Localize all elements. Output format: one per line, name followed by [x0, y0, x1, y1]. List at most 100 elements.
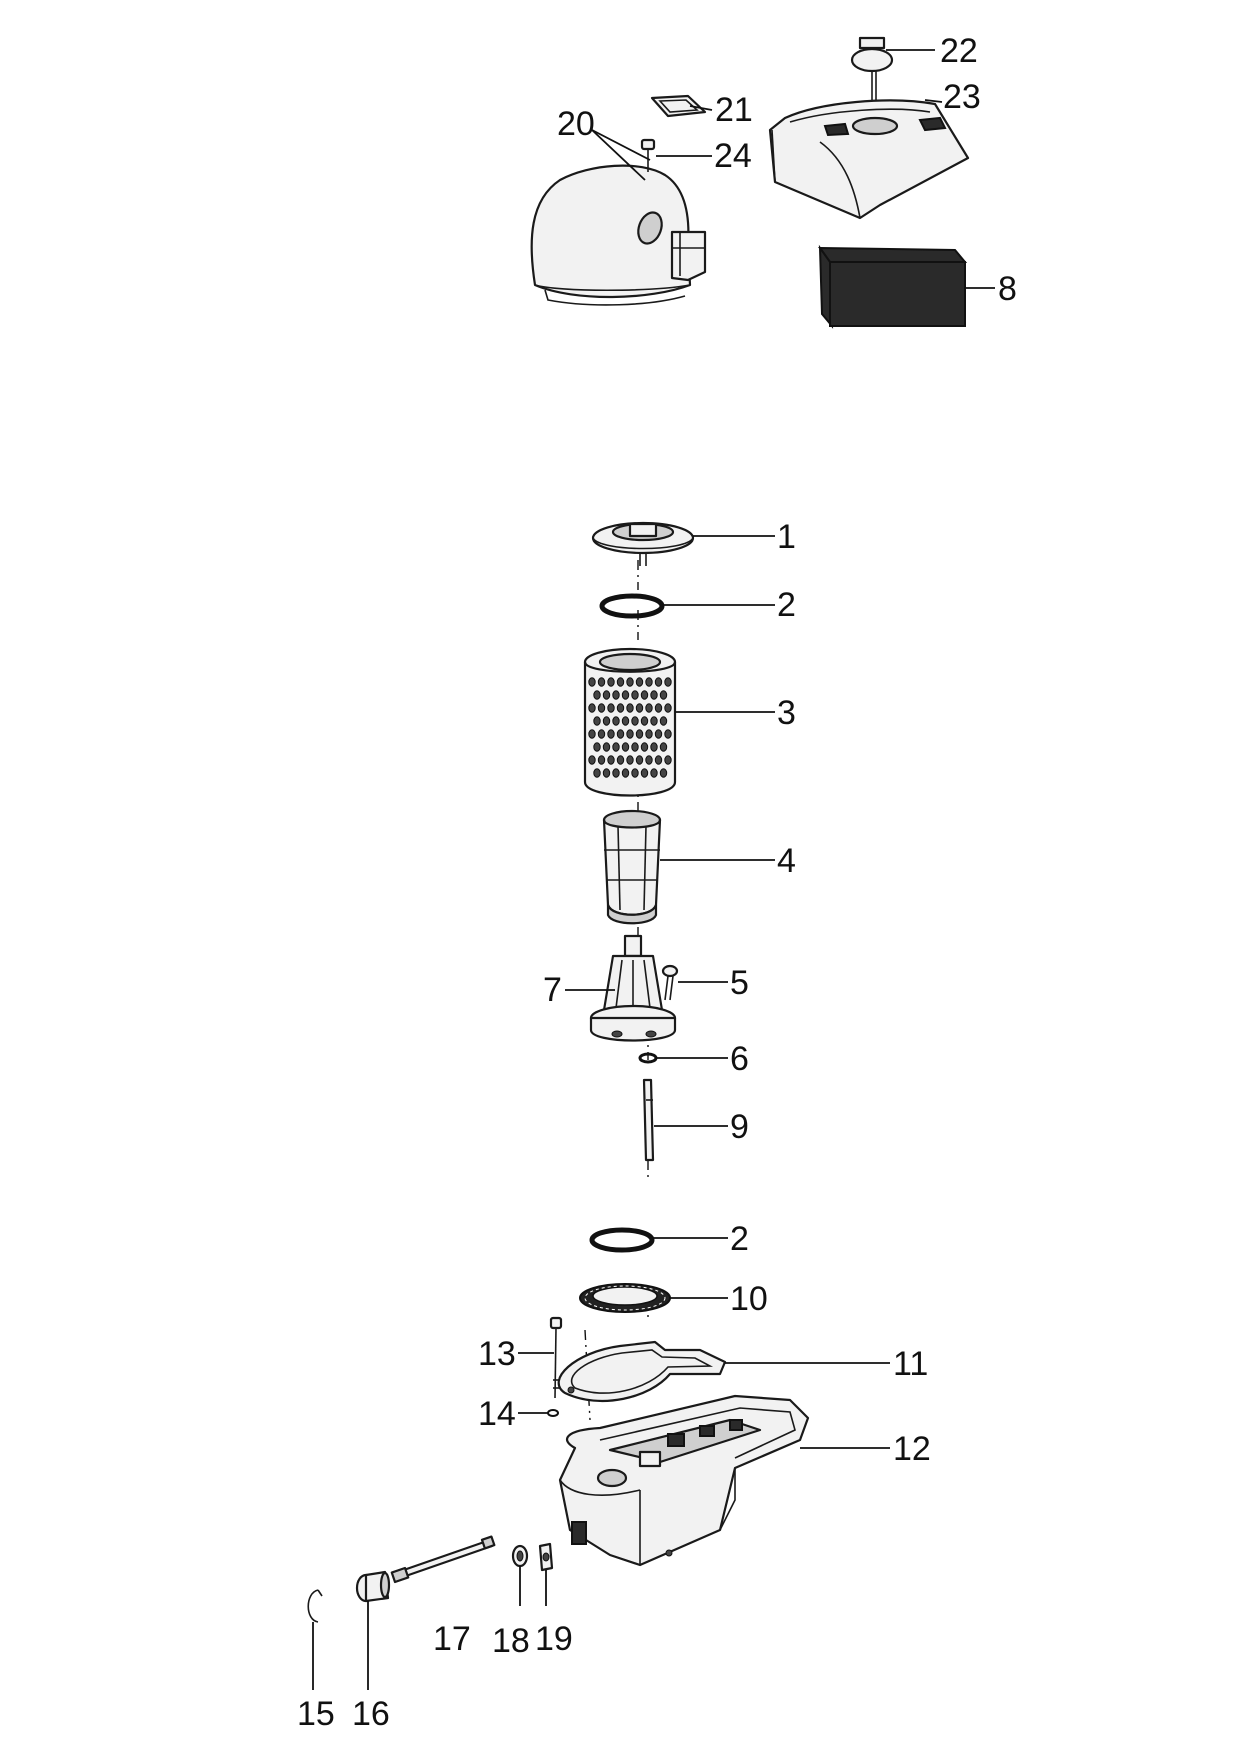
filter-hole	[607, 703, 615, 713]
part-3-cartridge-filter	[583, 647, 677, 797]
filter-hole	[664, 755, 672, 765]
filter-hole	[635, 729, 644, 739]
filter-hole	[659, 690, 668, 700]
filter-hole	[607, 729, 615, 739]
filter-hole	[635, 677, 644, 687]
filter-hole	[616, 729, 625, 739]
filter-hole	[597, 729, 606, 739]
filter-hole	[607, 677, 615, 687]
filter-hole	[612, 690, 620, 700]
part-20-motor-cover	[530, 164, 707, 306]
filter-hole	[650, 768, 658, 778]
part-17-rod	[390, 1535, 496, 1584]
filter-hole	[664, 677, 672, 687]
filter-hole	[597, 755, 606, 765]
filter-hole	[612, 768, 620, 778]
filter-hole	[659, 716, 668, 726]
part-5-screw	[661, 964, 679, 1001]
filter-hole	[602, 768, 611, 778]
filter-hole	[612, 742, 620, 752]
filter-hole	[659, 742, 668, 752]
part-14-small-ring	[547, 1409, 559, 1417]
filter-hole	[664, 703, 672, 713]
filter-hole	[593, 690, 601, 700]
callout-15: 15	[297, 1695, 335, 1733]
filter-hole	[645, 755, 653, 765]
filter-hole	[616, 755, 625, 765]
part-24-screw	[640, 138, 656, 172]
callout-9: 9	[730, 1108, 749, 1146]
callout-20: 20	[557, 105, 595, 143]
filter-hole	[640, 768, 649, 778]
filter-hole	[650, 742, 658, 752]
filter-hole	[654, 703, 663, 713]
filter-hole	[593, 716, 601, 726]
callout-2-upper: 2	[777, 586, 796, 624]
callout-16: 16	[352, 1695, 390, 1733]
part-18-washer	[511, 1544, 529, 1568]
callout-8: 8	[998, 270, 1017, 308]
callout-3: 3	[777, 694, 796, 732]
callout-6: 6	[730, 1040, 749, 1078]
filter-hole	[650, 716, 658, 726]
part-19-gasket	[538, 1542, 554, 1572]
filter-hole	[597, 703, 606, 713]
part-9-shaft	[642, 1078, 655, 1162]
filter-hole	[631, 690, 639, 700]
filter-hole	[631, 716, 639, 726]
filter-hole	[631, 768, 639, 778]
callout-12: 12	[893, 1430, 931, 1468]
filter-perforation-pattern	[588, 677, 672, 778]
part-8-filter-pad	[818, 244, 968, 329]
filter-hole	[645, 677, 653, 687]
part-22-knob	[850, 36, 894, 102]
part-13-pin	[549, 1316, 563, 1399]
filter-hole	[588, 703, 596, 713]
part-2-o-ring-upper	[599, 593, 665, 619]
filter-hole	[640, 716, 649, 726]
filter-hole	[626, 703, 634, 713]
filter-hole	[602, 742, 611, 752]
part-4-strainer	[602, 809, 662, 925]
callout-labels: 22 21 23 20 24 8 1 2 3 4 7 5 6 9 2 10 13…	[297, 32, 1017, 1733]
callout-13: 13	[478, 1335, 516, 1373]
part-10-disc	[579, 1283, 671, 1313]
callout-7: 7	[543, 971, 562, 1009]
callout-10: 10	[730, 1280, 768, 1318]
callout-23: 23	[943, 78, 981, 116]
filter-hole	[631, 742, 639, 752]
filter-hole	[597, 677, 606, 687]
callout-5: 5	[730, 964, 749, 1002]
filter-hole	[626, 729, 634, 739]
filter-hole	[635, 755, 644, 765]
part-15-clip	[307, 1589, 323, 1623]
callout-17: 17	[433, 1620, 471, 1658]
callout-19: 19	[535, 1620, 573, 1658]
filter-hole	[602, 690, 611, 700]
filter-hole	[588, 755, 596, 765]
part-16-connector	[355, 1570, 391, 1603]
callout-1: 1	[777, 518, 796, 556]
filter-hole	[593, 768, 601, 778]
filter-hole	[664, 729, 672, 739]
filter-hole	[607, 755, 615, 765]
filter-hole	[640, 742, 649, 752]
part-1-cap	[591, 521, 695, 566]
filter-hole	[612, 716, 620, 726]
callout-21: 21	[715, 91, 753, 129]
callout-14: 14	[478, 1395, 516, 1433]
filter-hole	[588, 729, 596, 739]
callout-4: 4	[777, 842, 796, 880]
part-11-gasket-frame	[557, 1340, 727, 1403]
filter-hole	[650, 690, 658, 700]
filter-hole	[654, 677, 663, 687]
filter-hole	[621, 716, 630, 726]
part-12-housing	[558, 1394, 810, 1567]
filter-hole	[626, 677, 634, 687]
filter-hole	[616, 677, 625, 687]
filter-hole	[654, 755, 663, 765]
filter-hole	[640, 690, 649, 700]
callout-11: 11	[893, 1345, 928, 1383]
filter-hole	[635, 703, 644, 713]
